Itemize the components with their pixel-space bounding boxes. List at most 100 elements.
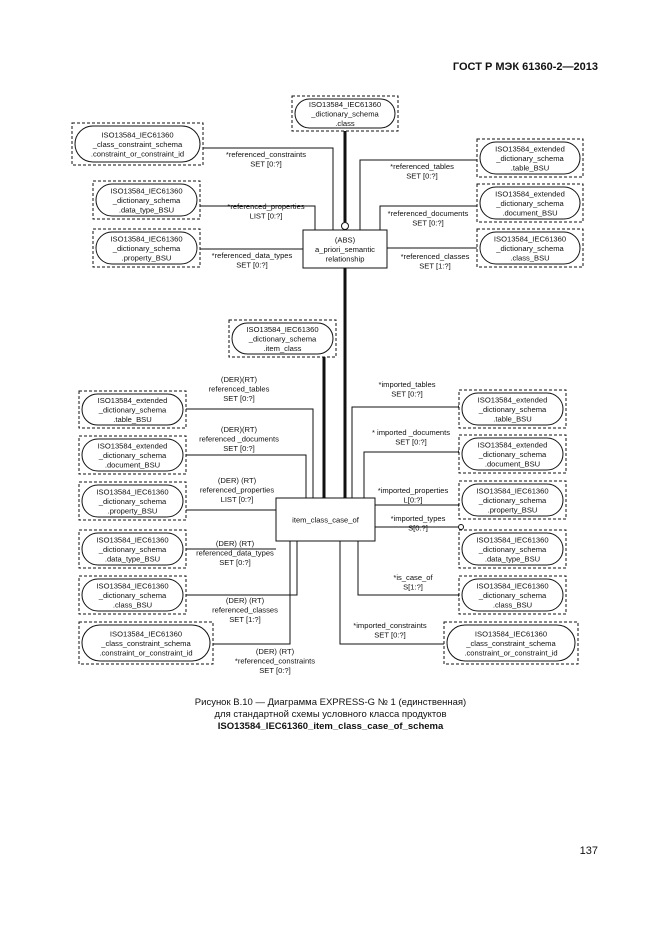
node-text-line: _dictionary_schema: [495, 244, 564, 253]
node-text-line: ISO13584_IEC61360: [309, 100, 381, 109]
node-text-line: _dictionary_schema: [478, 591, 547, 600]
reference-oval: [479, 231, 581, 265]
label-text-line: SET [0:?]: [259, 666, 291, 675]
label-text-line: *referenced_tables: [390, 162, 454, 171]
reference-oval: [479, 141, 581, 175]
reference-class-l: ISO13584_IEC61360_dictionary_schema.clas…: [78, 575, 187, 615]
node-text-line: .class: [335, 119, 355, 128]
reference-cc-top: ISO13584_IEC61360_class_constraint_schem…: [71, 122, 204, 166]
label-text-line: SET [0:?]: [250, 160, 282, 169]
reference-oval: [446, 624, 576, 662]
label-text-line: SET [0:?]: [236, 261, 268, 270]
line-ref-docs-top: [379, 205, 479, 230]
reference-dtype-r: ISO13584_IEC61360_dictionary_schema.data…: [458, 529, 567, 569]
label-text-line: *is_case_of: [393, 573, 433, 582]
label-text-line: (DER) (RT): [226, 596, 265, 605]
label-text-line: SET [0:?]: [374, 631, 406, 640]
reference-dict-class: ISO13584_IEC61360_dictionary_schema.clas…: [291, 95, 399, 132]
node-text-line: _dictionary_schema: [310, 109, 379, 118]
reference-oval: [461, 578, 564, 612]
reference-oval: [461, 532, 564, 566]
line-is-case-of: [357, 541, 458, 596]
label-text-line: S[1:?]: [403, 583, 423, 592]
node-text-line: _dictionary_schema: [248, 334, 317, 343]
label-text-line: (DER)(RT): [221, 375, 258, 384]
node-text-line: _dictionary_schema: [478, 405, 547, 414]
entity-box: [302, 229, 388, 269]
entity-icco: item_class_case_of: [275, 497, 376, 542]
node-text-line: .data_type_BSU: [485, 554, 540, 563]
reference-prop-top: ISO13584_IEC61360_dictionary_schema.prop…: [92, 228, 201, 268]
node-text-line: _dictionary_schema: [478, 450, 547, 459]
reference-cc-r: ISO13584_IEC61360_class_constraint_schem…: [443, 621, 579, 665]
reference-doc-l: ISO13584_extended_dictionary_schema.docu…: [78, 435, 187, 475]
node-text-line: .class_BSU: [493, 600, 532, 609]
node-text-line: ISO13584_IEC61360: [110, 234, 182, 243]
reference-table-top: ISO13584_extended_dictionary_schema.tabl…: [476, 138, 584, 178]
node-text-line: ISO13584_IEC61360: [96, 581, 168, 590]
caption-line-2: для стандартной схемы условного класса п…: [214, 709, 447, 720]
label-text-line: *imported_constraints: [353, 621, 427, 630]
label-text-line: SET [1:?]: [229, 615, 261, 624]
label-text-line: referenced_tables: [209, 385, 270, 394]
node-text-line: .property_BSU: [488, 505, 538, 514]
label-text-line: SET [0:?]: [391, 390, 423, 399]
node-text-line: ISO13584_IEC61360: [96, 487, 168, 496]
node-text-line: .property_BSU: [108, 506, 158, 515]
label-text-line: (DER) (RT): [218, 476, 257, 485]
node-text-line: .document_BSU: [105, 460, 160, 469]
reference-doc-r: ISO13584_extended_dictionary_schema.docu…: [458, 434, 567, 474]
node-text-line: _dictionary_schema: [98, 591, 167, 600]
reference-class-r: ISO13584_IEC61360_dictionary_schema.clas…: [458, 575, 567, 615]
node-text-line: ISO13584_IEC61360: [475, 629, 547, 638]
reference-oval: [294, 98, 396, 129]
node-text-line: _dictionary_schema: [98, 545, 167, 554]
line-ref-properties-top: [199, 205, 316, 238]
node-text-line: .document_BSU: [485, 459, 540, 468]
caption-schema-name: ISO13584_IEC61360_item_class_case_of_sch…: [217, 721, 444, 732]
reference-oval: [461, 392, 564, 426]
node-text-line: .table_BSU: [511, 163, 549, 172]
node-text-line: .data_type_BSU: [105, 554, 160, 563]
node-text-line: _dictionary_schema: [478, 545, 547, 554]
node-text-line: ISO13584_IEC61360: [246, 325, 318, 334]
label-text-line: *referenced_properties: [227, 202, 304, 211]
node-text-line: .class_BSU: [113, 600, 152, 609]
reference-oval: [81, 393, 184, 426]
label-text-line: *referenced_documents: [388, 209, 469, 218]
node-text-line: _dictionary_schema: [495, 199, 564, 208]
line-imp-constraints: [339, 541, 444, 645]
node-text-line: _dictionary_schema: [112, 244, 181, 253]
line-der-tables: [185, 408, 314, 510]
label-text-line: referenced_properties: [200, 486, 274, 495]
label-text-line: referenced_classes: [212, 606, 278, 615]
label-text-line: SET [0:?]: [219, 558, 251, 567]
node-text-line: ISO13584_extended: [478, 395, 548, 404]
relationship-label-l-is-case-of: *is_case_ofS[1:?]: [393, 573, 433, 592]
node-text-line: _dictionary_schema: [495, 154, 564, 163]
label-text-line: *referenced_constraints: [226, 150, 306, 159]
reference-oval: [74, 125, 201, 163]
node-text-line: ISO13584_extended: [495, 144, 565, 153]
reference-doc-top: ISO13584_extended_dictionary_schema.docu…: [476, 183, 584, 223]
reference-cc-l: ISO13584_IEC61360_class_constraint_schem…: [78, 621, 214, 665]
label-text-line: LIST [0:?]: [221, 495, 254, 504]
label-text-line: SET [0:?]: [395, 438, 427, 447]
reference-oval: [81, 484, 184, 518]
node-text-line: ISO13584_extended: [495, 189, 565, 198]
node-text-line: .property_BSU: [122, 253, 172, 262]
label-text-line: SET [0:?]: [406, 172, 438, 181]
label-text-line: *imported_properties: [378, 486, 449, 495]
node-text-line: .constraint_or_constraint_id: [464, 648, 557, 657]
node-text-line: ISO13584_IEC61360: [96, 535, 168, 544]
reference-oval: [81, 438, 184, 472]
